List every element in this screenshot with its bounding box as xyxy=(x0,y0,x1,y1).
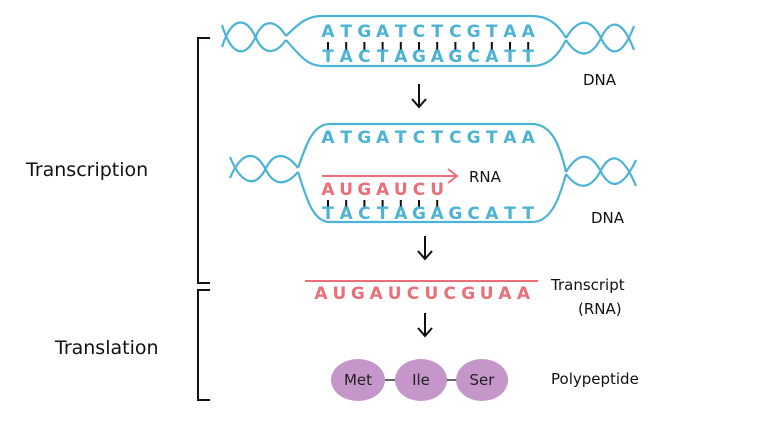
rna-synthesis-arrow xyxy=(322,168,459,184)
dna-top-label: DNA xyxy=(583,71,617,89)
amino-acid-ser xyxy=(456,359,508,401)
rna-base: A xyxy=(498,284,512,304)
dna-base: T xyxy=(395,128,407,148)
dna-base: C xyxy=(467,204,479,224)
rna-base: U xyxy=(480,284,494,304)
rna-base: U xyxy=(424,284,438,304)
dna-open-label: DNA xyxy=(591,209,625,227)
amino-acid-ile-label: Ile xyxy=(412,371,430,389)
rna-base: A xyxy=(314,284,328,304)
dna-base: G xyxy=(357,22,371,42)
transcript-label-rna: (RNA) xyxy=(578,300,622,318)
amino-acid-ser-label: Ser xyxy=(470,371,496,389)
dna-base: A xyxy=(431,204,445,224)
dna-base: A xyxy=(321,128,335,148)
dna-base: C xyxy=(358,204,370,224)
dna-base: C xyxy=(358,47,370,67)
polypeptide-label: Polypeptide xyxy=(551,370,639,388)
translation-label: Translation xyxy=(54,337,159,359)
dna-base: A xyxy=(522,22,536,42)
dna-base: T xyxy=(377,47,389,67)
rna-base: G xyxy=(351,284,365,304)
rna-base: C xyxy=(407,284,419,304)
dna-base: A xyxy=(376,22,390,42)
dna-top-base-pairs xyxy=(327,42,530,50)
transcription-bracket xyxy=(197,37,210,284)
dna-base: A xyxy=(503,22,517,42)
transcript-label: Transcript xyxy=(550,276,625,294)
amino-acid-ile xyxy=(395,359,447,401)
dna-base: C xyxy=(449,22,461,42)
dna-base: A xyxy=(340,204,354,224)
dna-base: T xyxy=(504,204,516,224)
dna-top-helix xyxy=(220,14,636,68)
dna-base: T xyxy=(504,47,516,67)
rna-base: U xyxy=(339,180,353,200)
dna-base: G xyxy=(357,128,371,148)
rna-base: U xyxy=(430,180,444,200)
amino-acid-met-label: Met xyxy=(344,371,372,389)
dna-base: T xyxy=(486,128,498,148)
dna-base: A xyxy=(522,128,536,148)
dna-base: T xyxy=(340,128,352,148)
down-arrow-icon xyxy=(417,236,433,261)
dna-base: T xyxy=(522,47,534,67)
dna-base: C xyxy=(413,22,425,42)
dna-base: A xyxy=(485,47,499,67)
dna-base: T xyxy=(486,22,498,42)
dna-base: T xyxy=(522,204,534,224)
dna-base: T xyxy=(431,128,443,148)
rna-base: A xyxy=(370,284,384,304)
dna-base: T xyxy=(431,22,443,42)
amino-acid-met xyxy=(331,359,385,401)
dna-open-helix xyxy=(228,122,638,224)
dna-base: G xyxy=(448,47,462,67)
dna-base: T xyxy=(322,204,334,224)
rna-base: G xyxy=(461,284,475,304)
dna-base: A xyxy=(503,128,517,148)
rna-base: C xyxy=(444,284,456,304)
dna-base: T xyxy=(340,22,352,42)
rna-base: U xyxy=(332,284,346,304)
dna-base: A xyxy=(485,204,499,224)
dna-base: A xyxy=(376,128,390,148)
rna-base: C xyxy=(413,180,425,200)
rna-base: A xyxy=(517,284,531,304)
dna-base: A xyxy=(394,204,408,224)
dna-base: A xyxy=(321,22,335,42)
dna-open-base-pairs xyxy=(327,200,439,207)
dna-base: G xyxy=(467,22,481,42)
dna-base: G xyxy=(448,204,462,224)
dna-base: G xyxy=(412,47,426,67)
dna-base: C xyxy=(413,128,425,148)
dna-base: A xyxy=(431,47,445,67)
dna-base: T xyxy=(322,47,334,67)
dna-base: A xyxy=(340,47,354,67)
dna-base: C xyxy=(449,128,461,148)
dna-base: G xyxy=(412,204,426,224)
translation-bracket xyxy=(197,289,210,401)
rna-base: U xyxy=(388,284,402,304)
down-arrow-icon xyxy=(417,313,433,338)
rna-base: G xyxy=(357,180,371,200)
transcription-label: Transcription xyxy=(25,159,148,181)
dna-base: G xyxy=(467,128,481,148)
dna-base: C xyxy=(467,47,479,67)
down-arrow-icon xyxy=(411,84,427,109)
dna-base: T xyxy=(377,204,389,224)
rna-base: A xyxy=(321,180,335,200)
dna-base: T xyxy=(395,22,407,42)
rna-base: A xyxy=(376,180,390,200)
rna-label: RNA xyxy=(469,168,502,186)
dna-base: A xyxy=(394,47,408,67)
rna-base: U xyxy=(394,180,408,200)
